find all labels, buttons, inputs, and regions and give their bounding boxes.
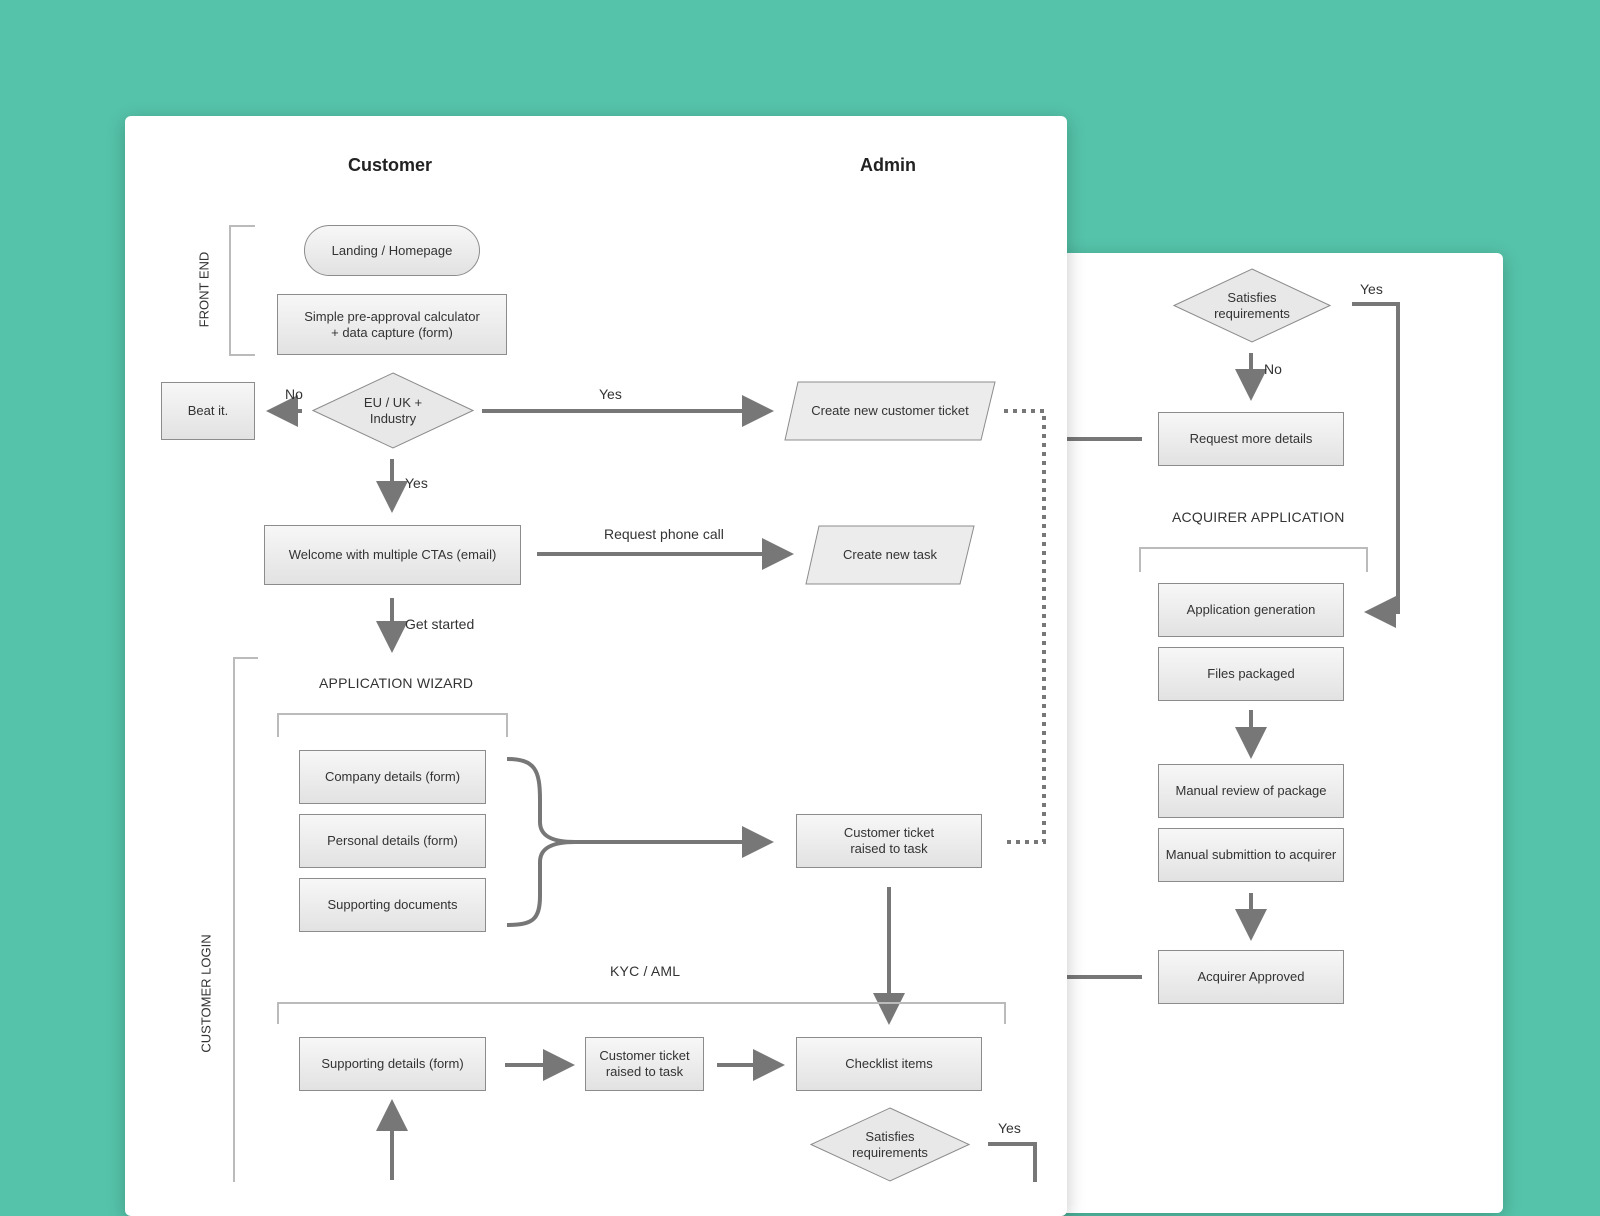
node-satisfies-bottom-label: Satisfies requirements — [852, 1128, 928, 1160]
section-kyc-aml: KYC / AML — [610, 963, 681, 979]
diamond-shape — [810, 1107, 970, 1182]
node-create-ticket[interactable]: Create new customer ticket — [784, 381, 996, 441]
node-personal-details[interactable]: Personal details (form) — [299, 814, 486, 868]
diamond-shape — [1173, 268, 1331, 343]
connector-yes-bottom — [988, 1142, 1037, 1182]
node-acquirer-approved[interactable]: Acquirer Approved — [1158, 950, 1344, 1004]
arrow-yes-generation — [1352, 302, 1400, 628]
diamond-shape — [312, 372, 474, 449]
section-application-wizard: APPLICATION WIZARD — [319, 675, 474, 691]
bracket-customer-login — [233, 657, 258, 1182]
bracket-acquirer-application — [1139, 547, 1368, 572]
edge-label-request-call: Request phone call — [604, 526, 724, 542]
node-manual-submission[interactable]: Manual submittion to acquirer — [1158, 828, 1344, 882]
section-front-end: FRONT END — [196, 251, 212, 328]
node-company-details[interactable]: Company details (form) — [299, 750, 486, 804]
node-app-generation[interactable]: Application generation — [1158, 583, 1344, 637]
parallelogram-shape — [805, 525, 975, 585]
node-ticket-raised-2[interactable]: Customer ticket raised to task — [585, 1037, 704, 1091]
node-satisfies-top-label: Satisfies requirements — [1214, 289, 1290, 321]
node-calculator[interactable]: Simple pre-approval calculator + data ca… — [277, 294, 507, 355]
node-satisfies-top[interactable]: Satisfies requirements — [1173, 268, 1331, 343]
edge-label-yes-ticket: Yes — [599, 386, 622, 402]
node-request-details[interactable]: Request more details — [1158, 412, 1344, 466]
node-files-packaged[interactable]: Files packaged — [1158, 647, 1344, 701]
node-supporting-details[interactable]: Supporting details (form) — [299, 1037, 486, 1091]
bracket-front-end — [229, 225, 255, 356]
edge-label-no-top: No — [1264, 361, 1282, 377]
section-customer-login: CUSTOMER LOGIN — [198, 934, 214, 1053]
bracket-kyc-aml — [277, 1002, 1006, 1024]
edge-label-get-started: Get started — [405, 616, 475, 632]
node-create-task[interactable]: Create new task — [805, 525, 975, 585]
node-create-ticket-label: Create new customer ticket — [811, 403, 969, 419]
heading-admin: Admin — [860, 155, 916, 175]
edge-label-no-beat: No — [285, 386, 303, 402]
node-manual-review[interactable]: Manual review of package — [1158, 764, 1344, 818]
bracket-application-wizard — [277, 713, 508, 737]
section-acquirer-application: ACQUIRER APPLICATION — [1172, 509, 1345, 525]
node-landing[interactable]: Landing / Homepage — [304, 225, 480, 276]
node-ticket-raised-1[interactable]: Customer ticket raised to task — [796, 814, 982, 868]
dotted-ticket-link — [1004, 409, 1046, 844]
edge-label-yes-top: Yes — [1360, 281, 1383, 297]
parallelogram-shape — [784, 381, 996, 441]
node-checklist[interactable]: Checklist items — [796, 1037, 982, 1091]
edge-label-yes-welcome: Yes — [405, 475, 428, 491]
node-welcome[interactable]: Welcome with multiple CTAs (email) — [264, 525, 521, 585]
merge-brace — [506, 757, 576, 927]
heading-customer: Customer — [348, 155, 433, 175]
node-eu-uk-label: EU / UK + Industry — [363, 394, 423, 426]
node-create-task-label: Create new task — [843, 547, 937, 563]
node-supporting-documents[interactable]: Supporting documents — [299, 878, 486, 932]
node-eu-uk-decision[interactable]: EU / UK + Industry — [312, 372, 474, 449]
edge-label-yes-bottom: Yes — [998, 1120, 1021, 1136]
node-beat-it[interactable]: Beat it. — [161, 382, 255, 440]
node-satisfies-bottom[interactable]: Satisfies requirements — [810, 1107, 970, 1182]
